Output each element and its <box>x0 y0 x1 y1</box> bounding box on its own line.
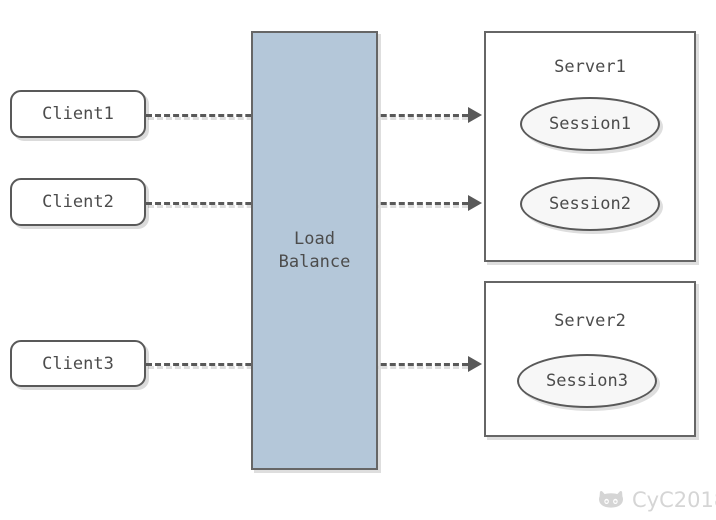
client-node-3-label: Client3 <box>42 353 114 374</box>
load-balancer-label: Load Balance <box>278 228 351 272</box>
session-node-2[interactable]: Session2 <box>520 177 660 231</box>
session-node-2-label: Session2 <box>549 194 631 214</box>
watermark: CyC2018 <box>598 488 716 512</box>
arrow-head-icon <box>468 107 482 123</box>
arrow-head-icon <box>468 195 482 211</box>
watermark-label: CyC2018 <box>632 488 716 512</box>
session-node-3[interactable]: Session3 <box>517 354 657 408</box>
client-node-1[interactable]: Client1 <box>10 90 146 138</box>
server-node-1-label: Server1 <box>554 57 626 77</box>
client-node-2[interactable]: Client2 <box>10 178 146 226</box>
load-balancer-node[interactable]: Load Balance <box>251 31 378 470</box>
session-node-1[interactable]: Session1 <box>520 97 660 151</box>
octocat-icon <box>598 488 624 512</box>
client-node-3[interactable]: Client3 <box>10 340 146 387</box>
server-node-2[interactable]: Server2 Session3 <box>484 281 696 437</box>
client-node-2-label: Client2 <box>42 192 114 212</box>
session-node-3-label: Session3 <box>546 371 628 391</box>
arrow-head-icon <box>468 356 482 372</box>
server-node-2-label: Server2 <box>554 311 626 331</box>
session-node-1-label: Session1 <box>549 114 631 134</box>
client-node-1-label: Client1 <box>42 104 114 124</box>
server-node-1[interactable]: Server1 Session1 Session2 <box>484 31 696 262</box>
